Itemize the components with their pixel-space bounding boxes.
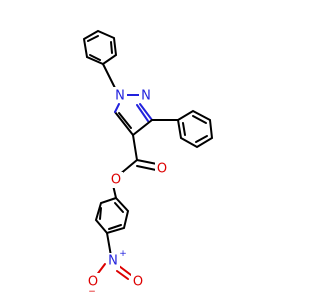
phenyl-ring-n1 [83, 29, 118, 66]
atom-n-nitro-charge: + [119, 249, 127, 259]
aromatic-double-bond [192, 115, 207, 124]
aromatic-double-bond [87, 35, 99, 42]
bond-nnitro-oright [118, 265, 132, 276]
atom-o-nitro-left-charge: − [88, 287, 96, 297]
aromatic-double-bond [89, 54, 101, 61]
aromatic-double-bond [99, 207, 102, 220]
aromatic-double-bond [195, 135, 208, 143]
ring-bonds [177, 109, 214, 149]
bond-carbonyl-o [136, 159, 158, 165]
atom-o-nitro-right-label: O [133, 275, 143, 290]
bond-ring-nnitro [106, 232, 112, 257]
bond-c4-c5 [114, 111, 134, 136]
bond-nnitro-oright-double [116, 270, 129, 280]
atom-o-nitro-left: O − [86, 273, 100, 297]
bond-n2-c3 [139, 103, 153, 121]
nitrophenyl-ring [94, 197, 130, 235]
molecule-structure-diagram: N N O O N + O − O [83, 29, 214, 297]
atom-n2: N [139, 87, 153, 104]
bond-phenyl-n1 [102, 63, 116, 89]
aromatic-double-bond [182, 122, 186, 136]
aromatic-double-bond [108, 224, 122, 230]
pyrazole-ring [114, 94, 153, 136]
atom-n-nitro: N + [106, 249, 127, 269]
atom-o-carbonyl: O [155, 161, 169, 177]
atom-o-ester: O [109, 172, 123, 188]
bond-c5-n1 [114, 103, 120, 113]
aromatic-double-bond [110, 41, 113, 54]
atom-o-carbonyl-label: O [157, 162, 167, 177]
bond-c4-carbonyl [132, 134, 138, 161]
bond-n2-c3-double [136, 104, 149, 122]
bond-carbonyl-o-double [136, 165, 157, 171]
bond-c4-c5-double [118, 112, 132, 129]
atom-o-nitro-left-label: O [88, 275, 98, 290]
atom-n1-label: N [115, 89, 125, 104]
atom-n1: N [113, 87, 127, 104]
atom-o-ester-label: O [111, 173, 121, 188]
atom-n2-label: N [141, 89, 151, 104]
ring-bonds [83, 29, 118, 66]
bond-c3-c4 [132, 119, 153, 136]
atom-n-nitro-label: N [108, 254, 118, 269]
atom-o-nitro-right: O [131, 273, 145, 290]
phenyl-ring-c3 [177, 109, 214, 149]
aromatic-double-bond [114, 202, 124, 213]
